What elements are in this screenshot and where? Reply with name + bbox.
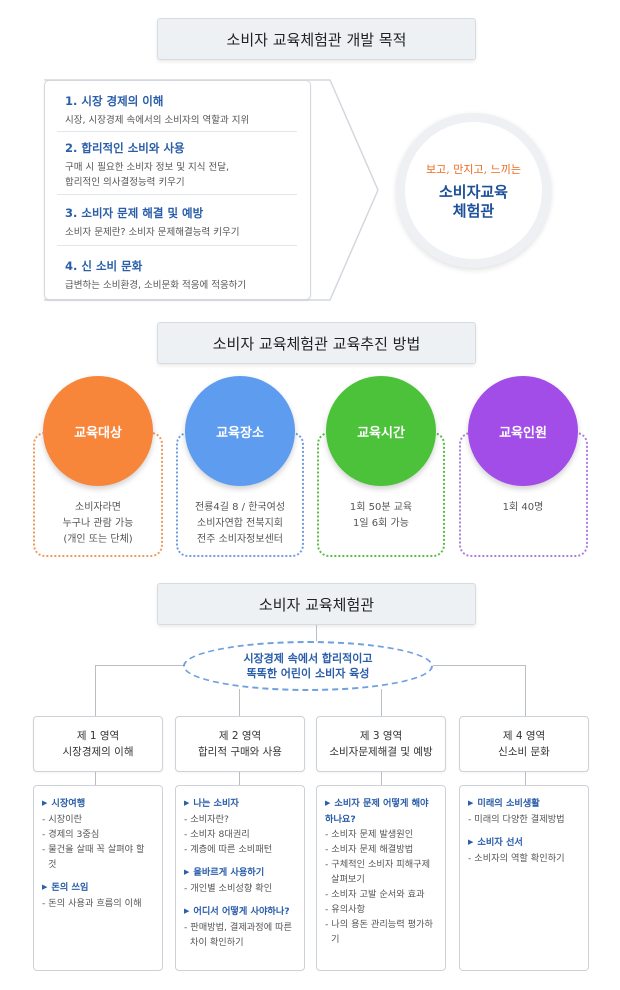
area-item: 소비자란? (184, 812, 296, 827)
connector-line (381, 689, 382, 717)
area-item: 소비자 문제 발생원인 (325, 827, 437, 842)
divider (57, 194, 297, 195)
method-circle-place: 교육장소 (185, 376, 295, 486)
purpose-heading: 1. 시장 경제의 이해 (65, 94, 164, 108)
purpose-heading: 4. 신 소비 문화 (65, 259, 143, 273)
section-title-method: 소비자 교육체험관 교육추진 방법 (157, 322, 476, 364)
purpose-item: 1. 시장 경제의 이해 시장, 시장경제 속에서의 소비자의 역할과 지위 (65, 93, 300, 128)
area-body-4: 미래의 소비생활 미래의 다양한 결제방법 소비자 선서 소비자의 역할 확인하… (459, 785, 589, 971)
hall-goal-ellipse: 시장경제 속에서 합리적이고 똑똑한 어린이 소비자 육성 (183, 641, 433, 691)
connector-line (525, 771, 526, 786)
area-body-2: 나는 소비자 소비자란? 소비자 8대권리 계층에 따른 소비패턴 올바르게 사… (175, 785, 305, 971)
area-item: 나의 용돈 관리능력 평가하기 (325, 917, 437, 947)
section-title-purpose: 소비자 교육체험관 개발 목적 (157, 18, 476, 60)
method-circle-time: 교육시간 (326, 376, 436, 486)
slogan-circle: 보고, 만지고, 느끼는 소비자교육 체험관 (396, 113, 551, 268)
area-item: 판매방법, 결제과정에 따른 차이 확인하기 (184, 920, 296, 950)
area-item: 돈의 사용과 흐름의 이해 (42, 896, 154, 911)
area-group-title: 시장여행 (42, 796, 154, 812)
area-group-title: 어디서 어떻게 사야하나? (184, 904, 296, 920)
area-item: 구체적인 소비자 피해구제 살펴보기 (325, 857, 437, 887)
purpose-desc: 구매 시 필요한 소비자 정보 및 지식 전달,합리적인 의사결정능력 키우기 (65, 162, 229, 188)
area-group-title: 돈의 쓰임 (42, 880, 154, 896)
connector-line (95, 665, 96, 717)
area-item: 소비자 8대권리 (184, 827, 296, 842)
area-group-title: 나는 소비자 (184, 796, 296, 812)
purpose-heading: 3. 소비자 문제 해결 및 예방 (65, 206, 204, 220)
area-item: 소비자의 역할 확인하기 (468, 851, 580, 866)
area-item: 개인별 소비성향 확인 (184, 881, 296, 896)
area-group-title: 미래의 소비생활 (468, 796, 580, 812)
method-desc-people: 1회 40명 (502, 502, 544, 513)
section-title-hall: 소비자 교육체험관 (157, 583, 476, 625)
area-body-3: 소비자 문제 어떻게 해야 하나요? 소비자 문제 발생원인 소비자 문제 해결… (316, 785, 446, 971)
area-item: 계층에 따른 소비패턴 (184, 842, 296, 857)
slogan-subtitle: 보고, 만지고, 느끼는 (426, 162, 521, 176)
connector-line (381, 771, 382, 786)
connector-line (95, 771, 96, 786)
purpose-desc: 시장, 시장경제 속에서의 소비자의 역할과 지위 (65, 115, 250, 126)
purpose-item: 3. 소비자 문제 해결 및 예방 소비자 문제란? 소비자 문제해결능력 키우… (65, 205, 300, 240)
connector-line (239, 689, 240, 717)
area-body-1: 시장여행 시장이란 경제의 3중심 물건을 살때 꼭 살펴야 할 것 돈의 쓰임… (33, 785, 163, 971)
purpose-list-box: 1. 시장 경제의 이해 시장, 시장경제 속에서의 소비자의 역할과 지위 2… (44, 80, 311, 300)
connector-line (316, 625, 317, 643)
method-circle-people: 교육인원 (468, 376, 578, 486)
divider (57, 131, 297, 132)
slogan-title: 소비자교육 체험관 (438, 182, 508, 220)
connector-line (430, 665, 526, 666)
connector-line (239, 771, 240, 786)
method-circle-target: 교육대상 (43, 376, 153, 486)
area-item: 미래의 다양한 결제방법 (468, 812, 580, 827)
area-item: 유의사항 (325, 902, 437, 917)
purpose-item: 2. 합리적인 소비와 사용 구매 시 필요한 소비자 정보 및 지식 전달,합… (65, 140, 300, 190)
connector-line (95, 665, 186, 666)
divider (57, 245, 297, 246)
area-item: 물건을 살때 꼭 살펴야 할 것 (42, 842, 154, 872)
area-item: 경제의 3중심 (42, 827, 154, 842)
connector-line (525, 665, 526, 717)
purpose-desc: 급변하는 소비환경, 소비문화 적응에 적응하기 (65, 280, 247, 291)
area-item: 시장이란 (42, 812, 154, 827)
area-group-title: 소비자 문제 어떻게 해야 하나요? (325, 796, 437, 827)
purpose-heading: 2. 합리적인 소비와 사용 (65, 141, 185, 155)
area-group-title: 올바르게 사용하기 (184, 865, 296, 881)
area-item: 소비자 문제 해결방법 (325, 842, 437, 857)
area-group-title: 소비자 선서 (468, 835, 580, 851)
purpose-desc: 소비자 문제란? 소비자 문제해결능력 키우기 (65, 227, 240, 238)
purpose-item: 4. 신 소비 문화 급변하는 소비환경, 소비문화 적응에 적응하기 (65, 258, 300, 293)
area-item: 소비자 고발 순서와 효과 (325, 887, 437, 902)
